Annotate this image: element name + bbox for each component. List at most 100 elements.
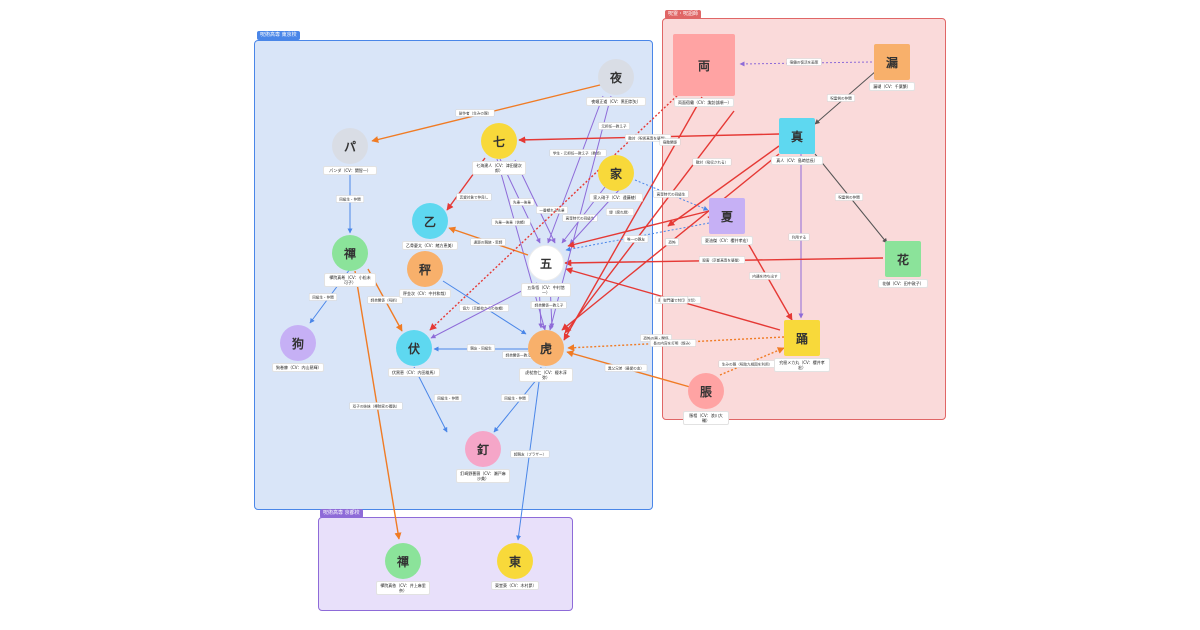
edge-label-29: 高専時代の同級生 <box>657 191 686 196</box>
edge-label-box-29 <box>653 190 689 198</box>
edge-label-box-24 <box>456 193 492 201</box>
node-hana-label: 花御（CV：田中敦子） <box>878 279 928 288</box>
edge-label-25: 先輩一後輩 <box>513 199 531 204</box>
edge-label-box-0 <box>455 109 495 117</box>
edge-label-box-27 <box>536 206 568 214</box>
edge-label-box-21 <box>623 235 649 243</box>
edge-line-38 <box>667 145 780 227</box>
edge-line-32 <box>430 282 538 339</box>
edge-label-12: 宿儺の復活を画策 <box>790 59 819 64</box>
edge-label-box-8 <box>349 402 403 410</box>
edge-label-5: 同級生・仲間 <box>504 395 526 400</box>
node-ryo[interactable]: 両 <box>673 34 735 96</box>
node-mahi[interactable]: 真 <box>779 118 815 154</box>
edge-label-11: 恐怖の器・関係 <box>643 335 669 340</box>
edge-label-24: 恋愛対象で仲良し <box>460 194 489 199</box>
edge-label-box-26 <box>491 218 531 226</box>
node-mai-char: 禪 <box>396 554 409 569</box>
edge-label-box-40 <box>659 296 689 304</box>
group-curse-label: 呪霊・呪詛師 <box>665 10 702 19</box>
node-pa-label: パンダ（CV：関智一） <box>323 166 377 175</box>
node-pa-char: パ <box>343 139 356 154</box>
group-kyoto-label: 呪術高専 京都校 <box>320 509 363 518</box>
node-nana-label: 七海建人（CV：津田健次郎） <box>472 161 526 175</box>
edge-label-box-30 <box>605 208 635 216</box>
edge-label-box-3 <box>459 304 509 312</box>
node-nana[interactable]: 七 <box>481 123 517 159</box>
node-ie[interactable]: 家 <box>598 155 634 191</box>
edge-line-22 <box>547 95 604 244</box>
edge-label-4: 同級生・仲間 <box>437 395 459 400</box>
edge-label-3: 協力（京都校からの依頼） <box>462 305 505 310</box>
edge-line-11 <box>564 110 735 334</box>
node-fushi-char: 伏 <box>407 341 420 356</box>
node-cho[interactable]: 脹 <box>688 373 724 409</box>
node-yo-label: 夜蛾正道（CV：黒田崇矢） <box>586 97 646 106</box>
node-jogo[interactable]: 漏 <box>874 44 910 80</box>
node-ge-label: 夏油傑（CV：櫻井孝宏） <box>701 236 753 245</box>
edge-label-35: 敵対（吸収される） <box>696 159 728 164</box>
node-ryo-label: 両面宿儺（CV：諏訪部順一） <box>674 98 734 107</box>
edge-label-33: 師弟関係一教え子 <box>535 302 564 307</box>
edge-label-box-33 <box>531 301 567 309</box>
edge-label-9: 師弟関係（呪術） <box>371 297 400 302</box>
edge-label-box-22 <box>549 149 607 157</box>
edge-label-21: 唯一の親友 <box>627 236 645 241</box>
node-yo-char: 夜 <box>609 70 622 85</box>
edge-label-box-28 <box>562 214 598 222</box>
node-cho-char: 脹 <box>699 384 712 399</box>
edge-label-8: 双子の姉妹（禪院家の確執） <box>353 403 400 408</box>
edge-line-29 <box>634 179 709 211</box>
node-inu[interactable]: 狗 <box>280 325 316 361</box>
node-mechamaru[interactable]: 踊 <box>784 320 820 356</box>
edge-label-37: 敵対（呪術高専を襲撃） <box>628 135 668 140</box>
node-toge[interactable]: 秤 <box>407 251 443 287</box>
edge-label-box-14 <box>834 193 864 201</box>
node-jogo-label: 漏瑚（CV：千葉繁） <box>869 82 915 91</box>
edge-label-box-4 <box>433 394 463 402</box>
node-otsu-char: 乙 <box>423 214 436 229</box>
node-kugi[interactable]: 釘 <box>465 431 501 467</box>
node-hana[interactable]: 花 <box>885 241 921 277</box>
node-otsu[interactable]: 乙 <box>412 203 448 239</box>
node-kugi-char: 釘 <box>476 442 489 457</box>
edge-label-box-20 <box>649 339 697 347</box>
node-yo[interactable]: 夜 <box>598 59 634 95</box>
edge-label-22: 学生・元担任一教え子（教師） <box>553 150 603 155</box>
edge-label-box-6 <box>466 344 496 352</box>
node-fushi-label: 伏黒恵（CV：内田雄馬） <box>388 368 440 377</box>
edge-label-box-13 <box>826 94 856 102</box>
node-ie-char: 家 <box>609 166 622 181</box>
edge-label-box-1 <box>335 195 365 203</box>
edge-label-20: 長の内容を打明（恨み） <box>653 340 693 345</box>
edge-label-box-35 <box>692 158 732 166</box>
node-go-label: 五条悟（CV：中村悠一） <box>521 283 571 297</box>
node-fushi[interactable]: 伏 <box>396 330 432 366</box>
node-maki[interactable]: 禪 <box>332 235 368 271</box>
edge-label-0: 製作者（生みの親） <box>459 110 491 115</box>
node-todo[interactable]: 東 <box>497 543 533 579</box>
node-toge-char: 秤 <box>418 262 431 277</box>
edge-label-box-38 <box>659 138 681 146</box>
node-todo-char: 東 <box>508 554 521 569</box>
node-go[interactable]: 五 <box>528 245 564 281</box>
edge-label-41: 恐怖 <box>668 239 676 244</box>
edge-label-box-2 <box>308 293 338 301</box>
node-ryo-char: 両 <box>697 58 710 73</box>
node-tora[interactable]: 虎 <box>528 330 564 366</box>
edge-label-box-12 <box>786 58 822 66</box>
edge-line-36 <box>567 210 710 248</box>
node-ge[interactable]: 夏 <box>709 198 745 234</box>
node-tora-char: 虎 <box>539 341 552 356</box>
edge-label-box-25 <box>509 198 535 206</box>
edge-label-13: 呪霊側の仲間 <box>830 95 852 100</box>
edge-label-32: 師弟関係一教え子 <box>506 352 535 357</box>
edge-label-2: 同級生・仲間 <box>312 294 334 299</box>
node-mai[interactable]: 禪 <box>385 543 421 579</box>
node-hana-char: 花 <box>896 252 909 267</box>
node-pa[interactable]: パ <box>332 128 368 164</box>
edge-line-4 <box>413 366 448 433</box>
node-ge-char: 夏 <box>720 209 733 224</box>
node-inu-char: 狗 <box>291 336 304 351</box>
